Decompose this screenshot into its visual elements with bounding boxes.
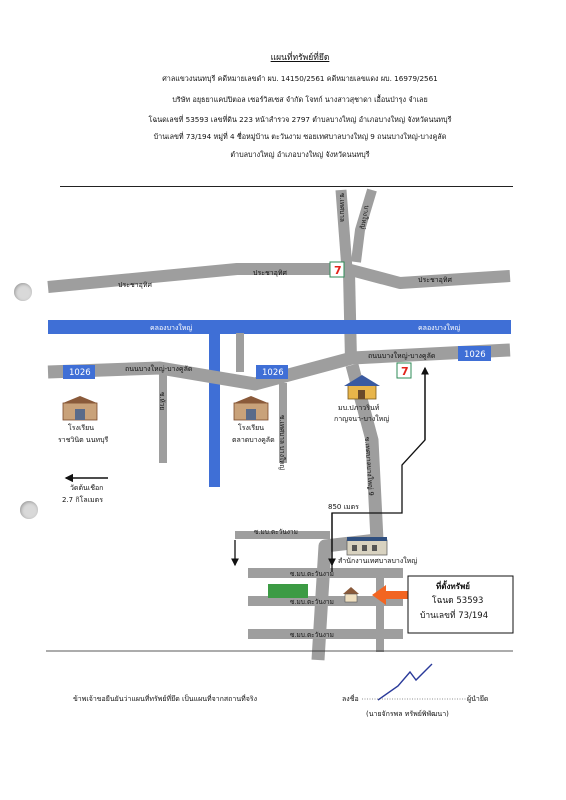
seven-eleven-text-2: 7 bbox=[401, 365, 409, 378]
school2-label-2: ตลาดบางคูลัด bbox=[232, 436, 275, 444]
road-soi-north-1 bbox=[335, 189, 353, 270]
canal-branch bbox=[209, 333, 220, 487]
seven-eleven-text-1: 7 bbox=[334, 264, 342, 277]
property-house-icon bbox=[343, 587, 359, 603]
field bbox=[268, 584, 308, 598]
school2-label-1: โรงเรียน bbox=[238, 423, 264, 432]
label-main-road-2: ถนนบางใหญ่-บางคูลัด bbox=[368, 351, 435, 360]
direction-label-1: วัดต้นเชือก bbox=[70, 484, 103, 492]
road-bangyai-bangkhulat bbox=[47, 343, 511, 391]
road-connector bbox=[343, 271, 357, 361]
parties-line: บริษัท อยุธยาแคปปิตอล เซอร์วิสเซส จำกัด … bbox=[172, 95, 428, 104]
road-soi-north-2 bbox=[351, 188, 377, 263]
address-line: บ้านเลขที่ 73/194 หมู่ที่ 4 ชื่อหมู่บ้าน… bbox=[153, 132, 447, 141]
property-arrow bbox=[372, 585, 408, 605]
court-case-line: ศาลแขวงนนทบุรี คดีหมายเลขดำ ผบ. 14150/25… bbox=[162, 74, 438, 83]
property-box-line-2: โฉนด 53593 bbox=[432, 595, 483, 606]
seven-eleven-logo-1 bbox=[329, 261, 345, 278]
document-title: แผนที่ทรัพย์ที่ยึด bbox=[270, 53, 330, 63]
binder-hole-top bbox=[14, 283, 32, 301]
road-soi-tawan-grid-3 bbox=[248, 629, 403, 639]
label-canal-2: คลองบางใหญ่ bbox=[418, 323, 460, 332]
label-soi-mid: ซ.เทศบาล บางใหญ่ bbox=[278, 415, 286, 470]
distance-label: 850 เมตร bbox=[328, 503, 359, 511]
village-label-2: กาญจนา-บางใหญ่ bbox=[334, 414, 389, 423]
sign-role: ผู้นำยึด bbox=[467, 694, 488, 703]
footer-statement: ข้าพเจ้าขอยืนยันว่าแผนที่ทรัพย์ที่ยึด เป… bbox=[73, 694, 257, 703]
label-prachautit-1: ประชาอุทิศ bbox=[118, 281, 152, 289]
label-main-road-1: ถนนบางใหญ่-บางคูลัด bbox=[125, 364, 192, 373]
deed-line: โฉนดเลขที่ 53593 เลขที่ดิน 223 หน้าสำรวจ… bbox=[148, 115, 452, 124]
binder-hole-bottom bbox=[20, 501, 38, 519]
label-soi-tawan-3: ซ.มบ.ตะวันงาม bbox=[290, 598, 334, 606]
road-soi-tawan-vert bbox=[376, 568, 384, 652]
road-soi-tawan-grid-2 bbox=[248, 596, 403, 606]
school1-label-2: ราชวินิต นนทบุรี bbox=[58, 436, 109, 444]
badge-text-3: 1026 bbox=[464, 350, 486, 360]
label-soi-left: ซ.ห้วย bbox=[158, 392, 166, 410]
label-prachautit-2: ประชาอุทิศ bbox=[253, 269, 287, 277]
label-soi-top-1: ซ.เทศบาล bbox=[338, 193, 346, 222]
highway-badge-2 bbox=[256, 365, 288, 379]
signature-mark bbox=[377, 663, 433, 701]
school1-label-1: โรงเรียน bbox=[68, 423, 94, 432]
school-icon-2 bbox=[233, 396, 269, 421]
label-prachautit-3: ประชาอุทิศ bbox=[418, 276, 452, 284]
property-box-line-1: ที่ตั้งทรัพย์ bbox=[436, 580, 470, 591]
village-house-icon bbox=[344, 375, 380, 400]
label-soi-tawan-2: ซ.มบ.ตะวันงาม bbox=[290, 570, 334, 578]
highway-badge-3 bbox=[458, 346, 491, 361]
seven-eleven-logo-2 bbox=[396, 362, 412, 379]
school-icon-1 bbox=[62, 396, 98, 421]
highway-badge-1 bbox=[63, 365, 95, 379]
badge-text-1: 1026 bbox=[69, 368, 91, 378]
label-canal-1: คลองบางใหญ่ bbox=[150, 323, 192, 332]
sign-name: (นายจักรพล ทรัพย์พิพัฒนา) bbox=[366, 710, 449, 718]
top-divider bbox=[60, 186, 513, 187]
label-soi-tawan-1: ซ.มบ.ตะวันงาม bbox=[254, 528, 298, 536]
badge-text-2: 1026 bbox=[262, 368, 284, 378]
canal-bang-yai bbox=[48, 320, 511, 334]
office-label: สำนักงานเทศบาลบางใหญ่ bbox=[338, 556, 417, 565]
municipal-office-icon bbox=[346, 537, 388, 556]
direction-label-2: 2.7 กิโลเมตร bbox=[62, 495, 103, 504]
property-box-line-3: บ้านเลขที่ 73/194 bbox=[420, 609, 488, 621]
property-box bbox=[407, 575, 514, 634]
road-soi-tawan-grid bbox=[248, 568, 403, 578]
label-soi-tawan-4: ซ.มบ.ตะวันงาม bbox=[290, 631, 334, 639]
village-label-1: มบ.ปภาวรินท์ bbox=[338, 404, 380, 412]
sign-label: ลงชื่อ bbox=[342, 694, 359, 703]
district-line: ตำบลบางใหญ่ อำเภอบางใหญ่ จังหวัดนนทบุรี bbox=[230, 150, 370, 159]
